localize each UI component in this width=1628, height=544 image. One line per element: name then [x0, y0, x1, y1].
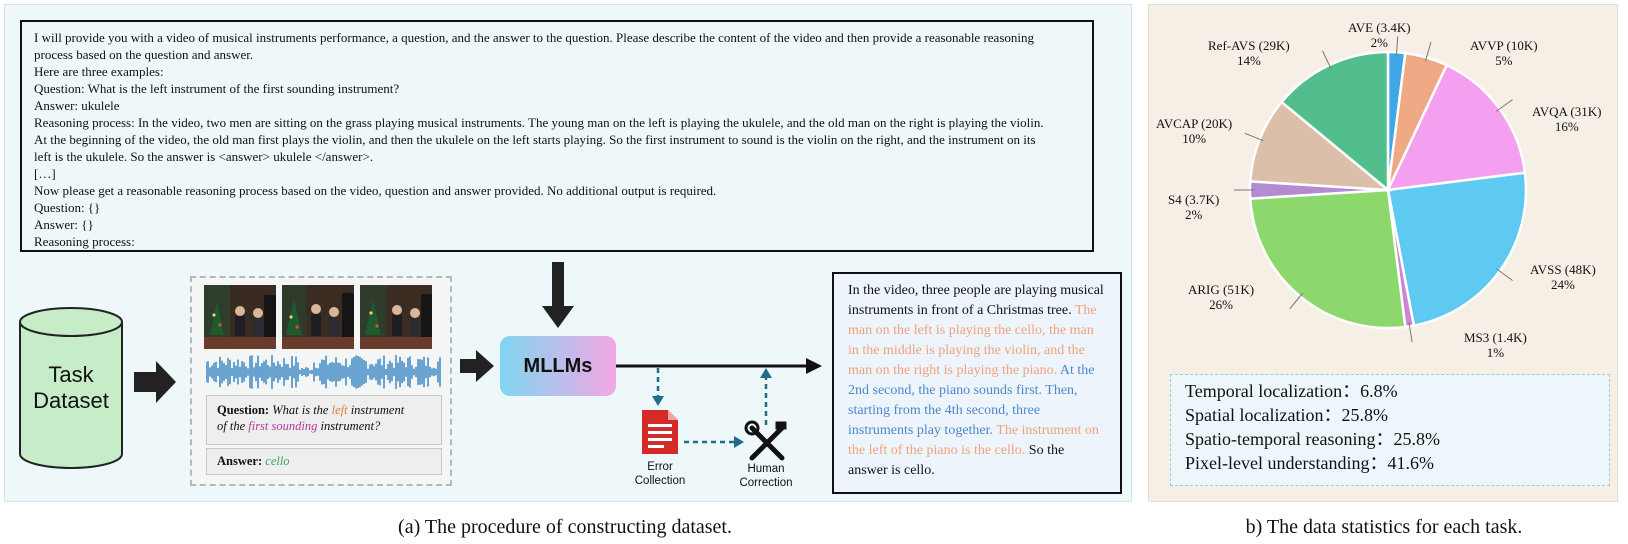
stat-line: Pixel-level understanding：41.6% — [1185, 453, 1434, 473]
prompt-line: Question: What is the left instrument of… — [34, 81, 400, 96]
slice-leader-line — [1395, 36, 1399, 57]
question-text: instrument — [350, 403, 405, 417]
video-frame — [360, 285, 432, 349]
answer-label: Answer: — [217, 454, 263, 468]
prompt-box: I will provide you with a video of music… — [20, 20, 1094, 252]
pie-label-avvp: AVVP (10K) 5% — [1470, 38, 1538, 68]
slice-percent: 10% — [1182, 131, 1207, 146]
output-text-orange: The man on the left is playing the cello… — [848, 303, 1097, 378]
slice-percent: 26% — [1209, 297, 1233, 312]
answer-value: cello — [265, 454, 290, 468]
caption-b: b) The data statistics for each task. — [1245, 516, 1523, 538]
prompt-line: Reasoning process: — [34, 234, 135, 249]
stat-line: Spatial localization：25.8% — [1185, 405, 1388, 425]
pie-label-avcap: AVCAP (20K) 10% — [1156, 116, 1232, 146]
task-statistics-box: Temporal localization：6.8% Spatial local… — [1170, 374, 1610, 486]
caption-a: (a) The procedure of constructing datase… — [398, 516, 732, 538]
pie-slice — [1248, 188, 1407, 330]
question-label: Question: — [217, 403, 270, 417]
output-text: In the video, three people are playing m… — [848, 283, 1104, 318]
slice-percent: 24% — [1551, 277, 1575, 292]
slice-label: MS3 (1.4K) — [1464, 330, 1527, 345]
slice-label: AVSS (48K) — [1530, 262, 1596, 277]
pie-label-ms3: MS3 (1.4K) 1% — [1464, 330, 1527, 360]
slice-percent: 16% — [1554, 119, 1579, 134]
question-highlight-first: first sounding — [248, 419, 318, 433]
stat-line: Spatio-temporal reasoning：25.8% — [1185, 429, 1440, 449]
pie-label-arig: ARIG (51K) 26% — [1188, 282, 1254, 312]
arrow-down-icon — [542, 262, 574, 328]
slice-percent: 5% — [1495, 53, 1513, 68]
dataset-label-line: Task — [48, 362, 94, 387]
question-box: Question: What is the left instrument of… — [206, 395, 442, 445]
question-text: of the — [217, 419, 246, 433]
slice-label: Ref-AVS (29K) — [1208, 38, 1290, 53]
arrow-to-output — [616, 358, 822, 374]
pie-label-ave: AVE (3.4K) 2% — [1348, 20, 1411, 50]
dataset-label-line: Dataset — [33, 388, 109, 413]
error-collection-label: Error Collection — [622, 460, 698, 488]
prompt-line: process based on the question and answer… — [34, 47, 254, 62]
slice-percent: 14% — [1236, 53, 1261, 68]
audio-waveform — [206, 355, 441, 389]
video-frame — [282, 285, 354, 349]
prompt-line: I will provide you with a video of music… — [34, 30, 1034, 45]
pie-label-ref-avs: Ref-AVS (29K) 14% — [1208, 38, 1290, 68]
arrow-right-icon — [460, 350, 494, 382]
database-icon — [19, 307, 123, 469]
arrow-right-icon — [134, 361, 176, 403]
output-text-orange: The instrument on the left of the piano … — [848, 423, 1099, 458]
slice-leader-line — [1244, 132, 1264, 142]
human-label-line: Correction — [739, 477, 793, 489]
slice-leader-line — [1496, 268, 1513, 281]
slice-percent: 1% — [1486, 345, 1505, 360]
error-label-line: Collection — [634, 475, 686, 487]
flow-diagram — [19, 262, 822, 469]
slice-leader-line — [1496, 99, 1513, 112]
question-highlight-left: left — [331, 403, 348, 417]
human-label-line: Human — [747, 463, 785, 475]
slice-label: AVE (3.4K) — [1348, 20, 1411, 35]
slice-percent: 2% — [1370, 35, 1388, 50]
slice-label: AVQA (31K) — [1532, 104, 1602, 119]
slice-label: AVCAP (20K) — [1156, 116, 1233, 131]
slice-label: AVVP (10K) — [1470, 38, 1538, 53]
mllms-box: MLLMs — [500, 336, 616, 396]
pie-label-avqa: AVQA (31K) 16% — [1532, 104, 1601, 134]
tools-icon — [744, 420, 787, 461]
stat-line: Temporal localization：6.8% — [1185, 381, 1398, 401]
prompt-line: Answer: {} — [34, 217, 94, 232]
pie-chart — [1234, 36, 1528, 343]
reasoning-output-box: In the video, three people are playing m… — [832, 272, 1122, 494]
question-text: instrument? — [320, 419, 381, 433]
slice-leader-line — [1289, 292, 1303, 309]
prompt-line: Question: {} — [34, 200, 101, 215]
slice-label: S4 (3.7K) — [1168, 192, 1220, 207]
prompt-line: Now please get a reasonable reasoning pr… — [34, 183, 717, 198]
mllms-label: MLLMs — [523, 354, 593, 377]
task-dataset-label: Task Dataset — [24, 362, 118, 414]
slice-leader-line — [1321, 50, 1332, 69]
prompt-line: Answer: ukulele — [34, 98, 120, 113]
feedback-arrows — [656, 368, 768, 444]
prompt-line: Reasoning process: In the video, two men… — [34, 115, 1044, 130]
output-text-blue: At the 2nd second, the piano sounds firs… — [848, 363, 1095, 438]
error-document-icon — [642, 410, 678, 454]
video-frame — [204, 285, 276, 349]
slice-leader-line — [1424, 41, 1432, 62]
question-text: What is the — [272, 403, 329, 417]
slice-leader-line — [1408, 322, 1413, 343]
error-label-line: Error — [647, 461, 673, 473]
output-text: So the answer is cello. — [848, 443, 1065, 478]
prompt-line: […] — [34, 166, 56, 181]
slice-label: ARIG (51K) — [1188, 282, 1255, 297]
pie-label-avss: AVSS (48K) 24% — [1530, 262, 1596, 292]
prompt-line: left is the ukulele. So the answer is <a… — [34, 149, 374, 164]
prompt-line: At the beginning of the video, the old m… — [34, 132, 1036, 147]
human-correction-label: Human Correction — [726, 462, 806, 490]
slice-percent: 2% — [1184, 207, 1203, 222]
prompt-line: Here are three examples: — [34, 64, 164, 79]
answer-box: Answer: cello — [206, 448, 442, 475]
pie-label-s4: S4 (3.7K) 2% — [1168, 192, 1219, 222]
